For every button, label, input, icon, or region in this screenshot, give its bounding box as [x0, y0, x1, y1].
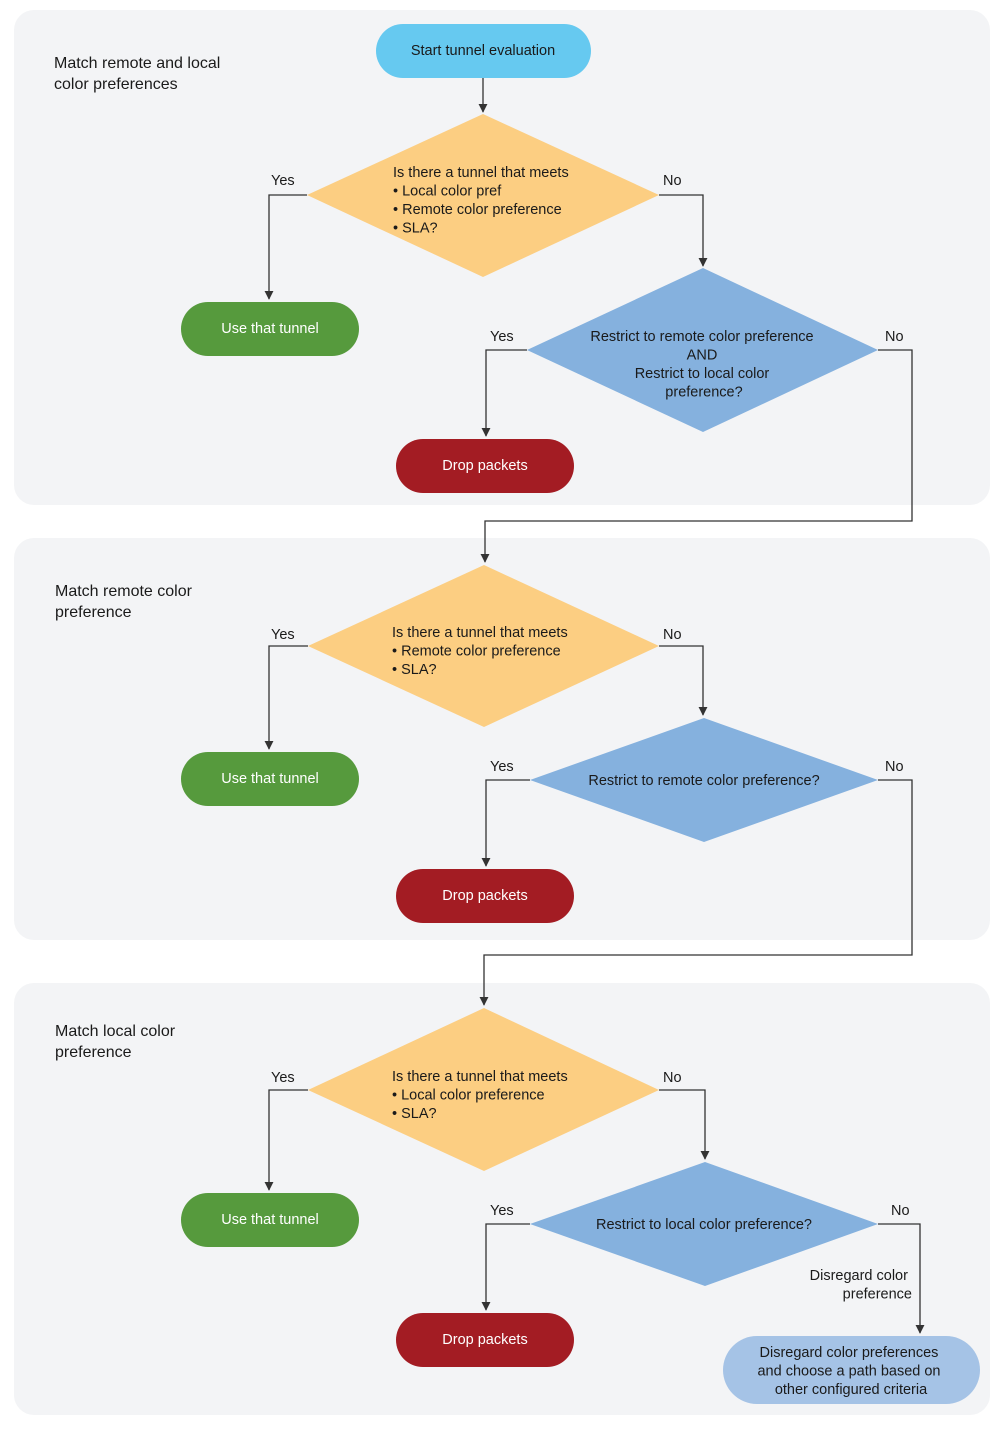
no-label-6: No — [891, 1203, 910, 1219]
use-tunnel-label-3: Use that tunnel — [221, 1212, 319, 1228]
decision-restrict-2-label: Restrict to remote color preference? — [588, 773, 819, 789]
start-node — [376, 24, 591, 78]
edge-restrict-3-no — [878, 1223, 925, 1334]
use-tunnel-node-2 — [181, 752, 359, 806]
drop-packets-node-2 — [396, 869, 574, 923]
edge-decision-3-yes — [264, 1089, 308, 1191]
edge-restrict-3-yes — [481, 1223, 530, 1311]
decision-tunnel-2-label: Is there a tunnel that meets • Remote co… — [392, 625, 572, 678]
decision-restrict-1 — [527, 268, 878, 432]
section-title-3: Match local color preference — [55, 1023, 180, 1061]
drop-packets-node-1 — [396, 439, 574, 493]
fallback-node — [723, 1336, 980, 1404]
section-title-1: Match remote and local color preferences — [54, 55, 225, 93]
use-tunnel-node-3 — [181, 1193, 359, 1247]
edge-restrict-1-no — [480, 349, 913, 563]
yes-label-5: Yes — [271, 1070, 295, 1086]
decision-restrict-3-label: Restrict to local color preference? — [596, 1217, 812, 1233]
no-label-1: No — [663, 173, 682, 189]
yes-label-6: Yes — [490, 1203, 514, 1219]
no-label-2: No — [885, 329, 904, 345]
drop-packets-label-1: Drop packets — [442, 458, 527, 474]
decision-tunnel-1 — [307, 114, 659, 277]
start-node-label: Start tunnel evaluation — [411, 43, 555, 59]
edge-decision-1-yes — [264, 194, 307, 300]
edge-decision-2-no — [659, 645, 708, 716]
decision-restrict-1-label: Restrict to remote color preference AND … — [590, 329, 817, 401]
decision-restrict-2 — [530, 718, 878, 842]
fallback-node-label: Disregard color preferences and choose a… — [757, 1345, 944, 1398]
use-tunnel-node-1 — [181, 302, 359, 356]
no-label-4: No — [885, 759, 904, 775]
use-tunnel-label-1: Use that tunnel — [221, 321, 319, 337]
decision-tunnel-3 — [308, 1008, 659, 1171]
edge-restrict-2-yes — [481, 779, 530, 867]
no-label-3: No — [663, 627, 682, 643]
drop-packets-label-2: Drop packets — [442, 888, 527, 904]
decision-tunnel-1-label: Is there a tunnel that meets • Local col… — [393, 165, 573, 237]
decision-tunnel-2 — [308, 565, 659, 727]
decision-restrict-3 — [530, 1162, 878, 1286]
edge-decision-1-no — [659, 194, 708, 267]
no-label-5: No — [663, 1070, 682, 1086]
fallback-edge-label: Disregard color preference — [810, 1268, 912, 1303]
edge-restrict-2-no — [479, 779, 913, 1006]
edge-decision-3-no — [659, 1089, 710, 1160]
section-title-2: Match remote color preference — [55, 583, 196, 621]
drop-packets-node-3 — [396, 1313, 574, 1367]
yes-label-3: Yes — [271, 627, 295, 643]
yes-label-2: Yes — [490, 329, 514, 345]
use-tunnel-label-2: Use that tunnel — [221, 771, 319, 787]
drop-packets-label-3: Drop packets — [442, 1332, 527, 1348]
yes-label-1: Yes — [271, 173, 295, 189]
yes-label-4: Yes — [490, 759, 514, 775]
section-panel-3 — [14, 983, 990, 1415]
decision-tunnel-3-label: Is there a tunnel that meets • Local col… — [392, 1069, 572, 1122]
section-panel-2 — [14, 538, 990, 940]
edge-decision-2-yes — [264, 645, 308, 750]
edge-restrict-1-yes — [481, 349, 527, 437]
